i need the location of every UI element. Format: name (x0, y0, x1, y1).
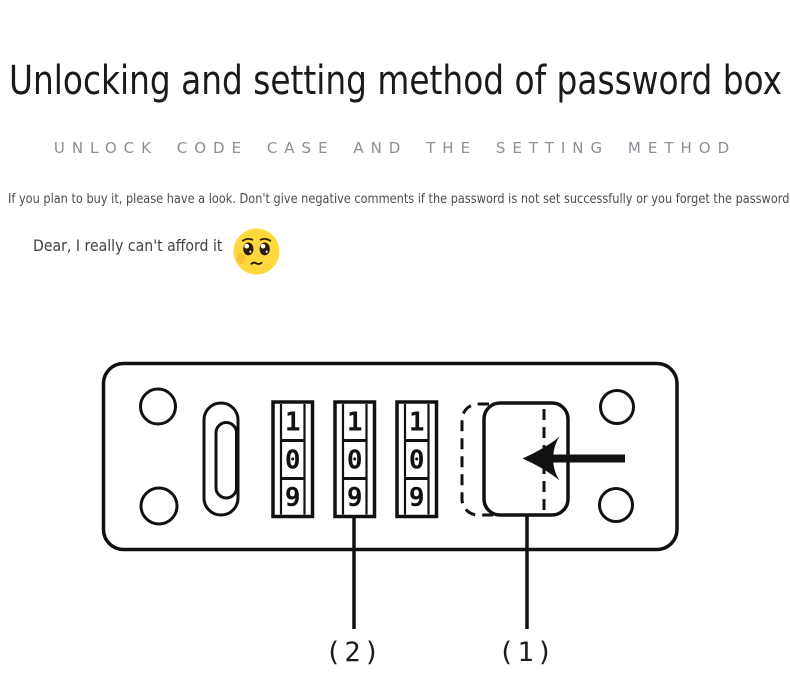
emoji-right-eye-shine-small (265, 250, 268, 253)
emoji-face (233, 228, 280, 275)
code-dial-3[interactable]: 1 0 9 (395, 400, 439, 519)
emoji-right-eye (259, 242, 270, 256)
dial-frame (333, 400, 377, 519)
emoji-left-eye (243, 242, 254, 256)
screw-hole-top-right (599, 389, 635, 425)
dial-digit: 1 (285, 408, 301, 438)
dial-digit: 9 (285, 483, 301, 513)
arrow-head (522, 436, 560, 481)
label-button: (1) (498, 637, 556, 668)
dial-digit: 1 (409, 408, 425, 438)
page-subtitle: UNLOCK CODE CASE AND THE SETTING METHOD (53, 139, 737, 157)
screw-hole-bottom-left (139, 486, 179, 526)
dial-digit: 0 (285, 446, 301, 476)
dial-digit: 0 (347, 446, 363, 476)
screw-hole-bottom-right (598, 487, 634, 523)
code-dial-1[interactable]: 1 0 9 (271, 400, 315, 519)
dial-frame (395, 400, 439, 519)
left-push-arrow-icon (522, 436, 625, 481)
code-dial-2[interactable]: 1 0 9 (333, 400, 377, 519)
screw-hole-top-left (139, 387, 177, 426)
dial-digit: 0 (409, 446, 425, 476)
emoji-left-eye-shine (244, 243, 250, 249)
password-lock-diagram: 1 0 9 1 0 9 1 0 9 (101, 361, 679, 668)
pleading-teary-face-emoji (233, 228, 280, 275)
intro-text: If you plan to buy it, please have a loo… (8, 191, 790, 207)
emoji-mouth (250, 261, 263, 265)
emoji-left-brow (241, 237, 254, 242)
dial-frame (271, 400, 315, 519)
emoji-left-eye-shine-small (249, 250, 252, 253)
plea-text: Dear, I really can't afford it (33, 236, 223, 255)
latch-slot-inner (214, 421, 238, 500)
dial-digit: 9 (409, 483, 425, 513)
emoji-right-eye-shine (260, 243, 266, 249)
emoji-right-brow (259, 237, 272, 242)
dial-digit: 1 (347, 408, 363, 438)
page-title: Unlocking and setting method of password… (9, 58, 783, 104)
emoji-blush (237, 253, 246, 265)
dial-digit: 9 (347, 483, 363, 513)
label-dials: (2) (325, 637, 383, 668)
